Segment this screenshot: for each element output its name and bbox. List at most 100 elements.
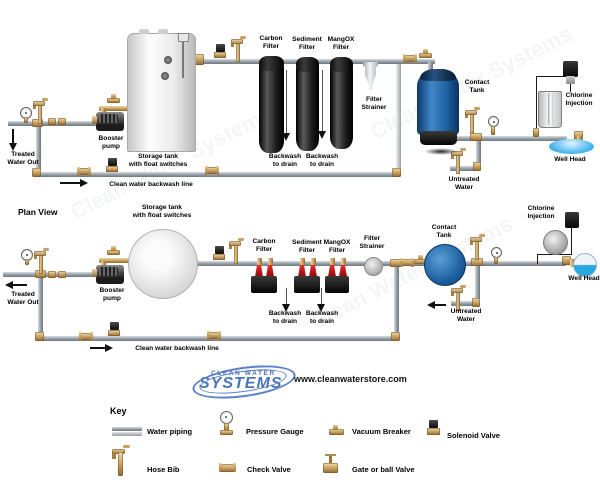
pressure-gauge-icon — [20, 107, 32, 119]
injection-point — [533, 128, 539, 137]
pipe-fitting — [32, 119, 43, 127]
check-valve-icon — [403, 54, 417, 63]
float-switch-rod — [182, 36, 184, 78]
pipe-fitting — [257, 258, 262, 265]
well-head-label: Well Head — [554, 156, 586, 163]
gauge-base — [220, 430, 233, 435]
vacuum-breaker-icon — [419, 49, 432, 58]
hose-bib-icon — [231, 36, 246, 62]
pipe-fitting — [268, 258, 273, 265]
backwash-to-drain-label: Backwash to drain — [305, 310, 339, 325]
carbon-filter-label: Carbon Filter — [252, 238, 276, 253]
pipe-fitting — [473, 162, 481, 171]
pipe-segment — [450, 166, 480, 171]
vacuum-breaker-icon — [107, 94, 120, 103]
water-piping-icon — [112, 432, 142, 436]
pipe-fitting — [193, 54, 204, 65]
booster-pump — [92, 112, 124, 131]
gauge-stem — [224, 423, 229, 431]
carbon-filter-cylinder — [259, 56, 284, 153]
valve-red — [309, 265, 317, 277]
untreated-water-label: Untreated Water — [450, 308, 482, 323]
pipe-fitting — [471, 258, 483, 266]
solenoid-valve-icon — [427, 420, 440, 435]
pipe-fitting — [470, 133, 482, 141]
vacuum-breaker-icon — [107, 246, 120, 255]
flow-arrow — [12, 129, 14, 145]
check-valve-icon — [205, 166, 219, 175]
pipe-segment — [38, 276, 43, 338]
flow-arrow — [90, 347, 106, 349]
valve-red — [255, 265, 263, 277]
pipe-fitting — [58, 271, 66, 278]
drain-line — [286, 70, 287, 134]
booster-pump-label: Booster pump — [99, 287, 125, 302]
pipe-fitting — [35, 270, 46, 278]
pipe-fitting — [300, 258, 305, 265]
pipe-fitting — [311, 258, 316, 265]
suction-tube — [548, 93, 553, 125]
filter-strainer — [364, 257, 383, 276]
plan-view-title: Plan View — [18, 207, 58, 217]
float-switch-bracket — [178, 33, 189, 42]
chlorine-injection-label: Chlorine Injection — [565, 92, 593, 107]
key-item-label: Check Valve — [247, 465, 291, 474]
pipe-fitting — [341, 258, 346, 265]
valve-red — [339, 265, 347, 277]
untreated-water-label: Untreated Water — [448, 176, 480, 191]
sediment-filter-top — [294, 276, 320, 293]
pipe-fitting — [330, 258, 335, 265]
hose-bib-icon — [112, 453, 116, 459]
filter-strainer-label: Filter Strainer — [359, 235, 385, 250]
pipe-segment — [99, 258, 130, 263]
vacuum-breaker-icon — [414, 255, 427, 264]
check-valve-icon — [79, 332, 93, 341]
valve-red — [266, 265, 274, 277]
injection-tubing — [536, 76, 537, 129]
hose-bib-icon — [123, 445, 130, 448]
logo-text-main: SYSTEMS — [199, 375, 283, 392]
booster-pump-label: Booster pump — [98, 135, 124, 150]
sediment-filter-label: Sediment Filter — [292, 36, 322, 51]
drain-arrow — [317, 304, 325, 312]
drain-line — [321, 288, 322, 306]
flow-arrow-head — [5, 281, 13, 289]
hose-bib-icon — [34, 248, 49, 274]
flow-arrow-head — [427, 301, 435, 309]
clean-water-backwash-label: Clean water backwash line — [109, 181, 193, 188]
gate-valve-icon — [323, 463, 338, 473]
pipe-fitting — [574, 131, 583, 140]
pipe-fitting — [562, 256, 571, 265]
chlorine-pump — [565, 212, 579, 228]
check-valve-icon — [207, 331, 221, 340]
solenoid-valve-icon — [108, 322, 120, 336]
tank-nub — [158, 29, 168, 34]
logo-url: www.cleanwaterstore.com — [294, 374, 407, 384]
key-title: Key — [110, 406, 127, 416]
injection-tubing — [536, 76, 567, 77]
gate-valve-icon — [325, 454, 336, 456]
hose-bib-icon — [465, 107, 480, 133]
flow-arrow — [10, 284, 27, 286]
carbon-filter-top — [251, 276, 277, 293]
well-head — [549, 139, 594, 154]
storage-tank-label: Storage tank with float switches — [128, 153, 188, 168]
injection-tubing — [537, 254, 538, 264]
storage-tank-label: Storage tank with float switches — [132, 204, 192, 219]
contact-tank-base — [420, 131, 457, 145]
valve-red — [328, 265, 336, 277]
sediment-filter-cylinder — [296, 57, 319, 151]
pipe-segment — [475, 265, 480, 305]
flow-arrow — [60, 182, 80, 184]
drain-line — [286, 288, 287, 306]
water-piping-icon — [112, 427, 142, 431]
treated-water-out-label: Treated Water Out — [7, 151, 39, 166]
solenoid-valve-icon — [106, 158, 118, 172]
mangox-filter-label: MangOX Filter — [327, 36, 355, 51]
key-item-label: Vacuum Breaker — [352, 427, 411, 436]
well-head — [573, 253, 597, 277]
tank-nub — [139, 29, 149, 34]
pipe-segment — [451, 301, 479, 306]
solenoid-valve-icon — [214, 44, 226, 58]
